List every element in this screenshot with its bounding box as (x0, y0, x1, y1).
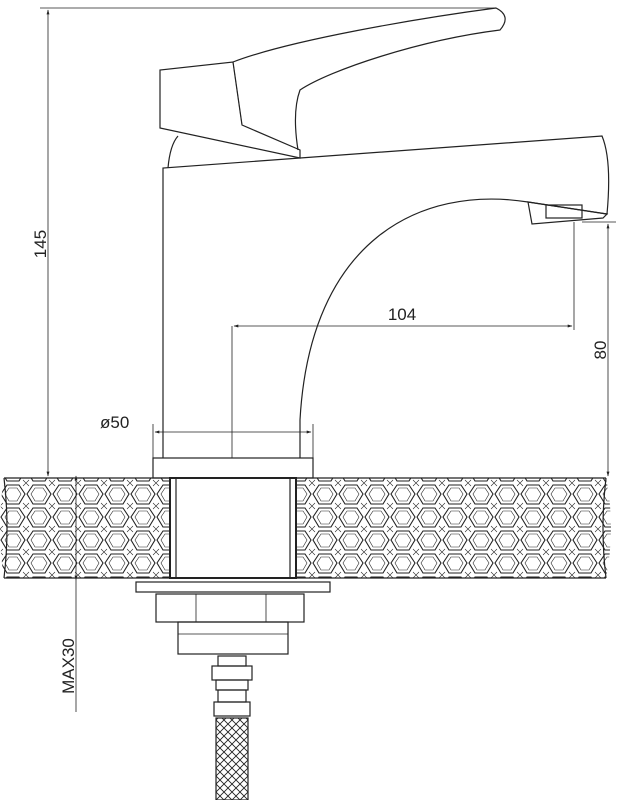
dimension-label-104: 104 (388, 305, 416, 324)
dimension-label-145: 145 (31, 230, 50, 258)
dimension-label-80: 80 (591, 341, 610, 360)
faucet-base-collar (152, 457, 314, 479)
countertop-section (0, 477, 611, 579)
dimension-base-diameter: ø50 (100, 413, 314, 458)
dimension-spout-height: 80 (582, 221, 616, 477)
dimension-label-max30: MAX30 (59, 638, 78, 694)
faucet-body (162, 135, 610, 458)
dimension-label-diameter: ø50 (100, 413, 129, 432)
faucet-lever-handle (159, 7, 506, 159)
dimension-spout-reach: 104 (231, 222, 575, 458)
dimension-height-total: 145 (31, 7, 496, 477)
flexible-supply-hose (211, 655, 253, 800)
dimension-max-countertop: MAX30 (59, 475, 78, 712)
mounting-hardware (135, 581, 331, 655)
